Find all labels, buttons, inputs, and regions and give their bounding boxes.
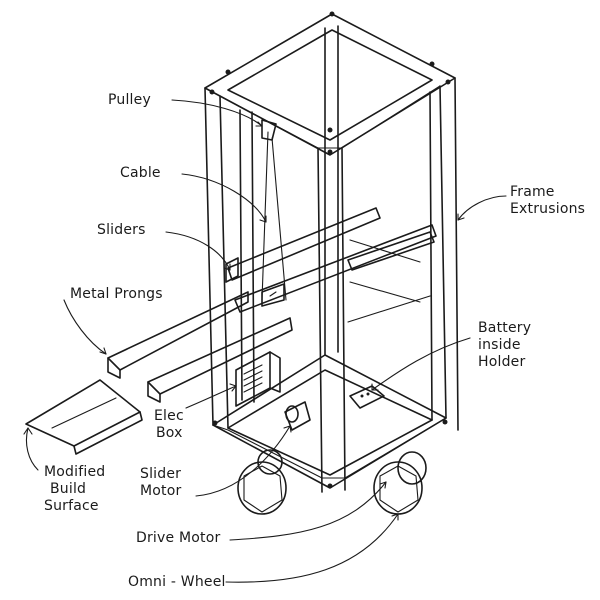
leader-slider-motor bbox=[195, 425, 291, 497]
bolt bbox=[445, 79, 451, 85]
bolt bbox=[209, 89, 215, 95]
leader-pulley bbox=[171, 99, 263, 127]
elec-box bbox=[235, 351, 281, 407]
bolt bbox=[442, 419, 448, 425]
omni-wheel-back bbox=[397, 451, 427, 485]
carriage-bar bbox=[347, 231, 435, 271]
bolt bbox=[327, 149, 333, 155]
label-sliders: Sliders bbox=[97, 222, 146, 238]
leader-elec-box bbox=[185, 385, 237, 409]
label-frame-extrusions: Frame Extrusions bbox=[510, 184, 586, 217]
slider-block bbox=[225, 257, 239, 283]
bolt bbox=[327, 483, 333, 489]
bolt bbox=[212, 420, 218, 426]
slider-motor-body bbox=[284, 401, 311, 431]
prong-bracket bbox=[261, 283, 285, 307]
label-slider-motor: Slider Motor bbox=[140, 466, 182, 499]
label-drive-motor: Drive Motor bbox=[136, 530, 221, 546]
frame-post-front bbox=[317, 147, 346, 493]
frame-bottom-outer bbox=[212, 354, 447, 489]
leader-sliders bbox=[165, 231, 231, 271]
leader-metal-prongs bbox=[63, 299, 107, 355]
frame bbox=[204, 11, 459, 493]
label-battery-inside-holder: Battery inside Holder bbox=[478, 320, 532, 370]
label-omni-wheel: Omni - Wheel bbox=[128, 574, 226, 590]
leader-drive-motor bbox=[229, 481, 387, 541]
modified-build-surface bbox=[25, 379, 143, 455]
frame-post-front-left bbox=[204, 87, 229, 429]
metal-prongs bbox=[107, 291, 293, 403]
frame-top-outer bbox=[204, 13, 456, 156]
cable bbox=[261, 131, 287, 301]
battery-holder-body bbox=[349, 385, 385, 409]
frame-edge-detail bbox=[204, 85, 441, 149]
battery-holder bbox=[349, 385, 385, 409]
leader-lines bbox=[23, 99, 507, 583]
slider-rail bbox=[239, 109, 255, 403]
label-modified-build-surface: Modified Build Surface bbox=[44, 464, 106, 514]
bolt bbox=[225, 69, 231, 75]
frame-top-inner bbox=[227, 29, 433, 141]
bolt bbox=[327, 127, 333, 133]
prong-lower bbox=[147, 317, 293, 395]
bolt bbox=[429, 61, 435, 67]
leader-battery bbox=[371, 337, 471, 391]
carriage-bar bbox=[234, 224, 437, 313]
bolt bbox=[329, 11, 335, 17]
leader-omni-wheel bbox=[225, 513, 399, 583]
wheels bbox=[237, 449, 427, 515]
leader-cable bbox=[181, 173, 267, 223]
leader-frame-extrusions bbox=[457, 195, 507, 221]
carriage-bar bbox=[227, 207, 381, 281]
label-pulley: Pulley bbox=[108, 92, 151, 108]
slider-motor bbox=[284, 401, 311, 431]
leader-build-surface bbox=[25, 427, 39, 471]
label-metal-prongs: Metal Prongs bbox=[70, 286, 163, 302]
omni-wheel-back-left bbox=[257, 449, 283, 475]
label-elec-box: Elec Box bbox=[154, 408, 184, 441]
frame-post-back bbox=[324, 25, 339, 356]
label-cable: Cable bbox=[120, 165, 161, 181]
frame-post-right bbox=[429, 77, 459, 431]
prong-upper bbox=[107, 291, 249, 371]
